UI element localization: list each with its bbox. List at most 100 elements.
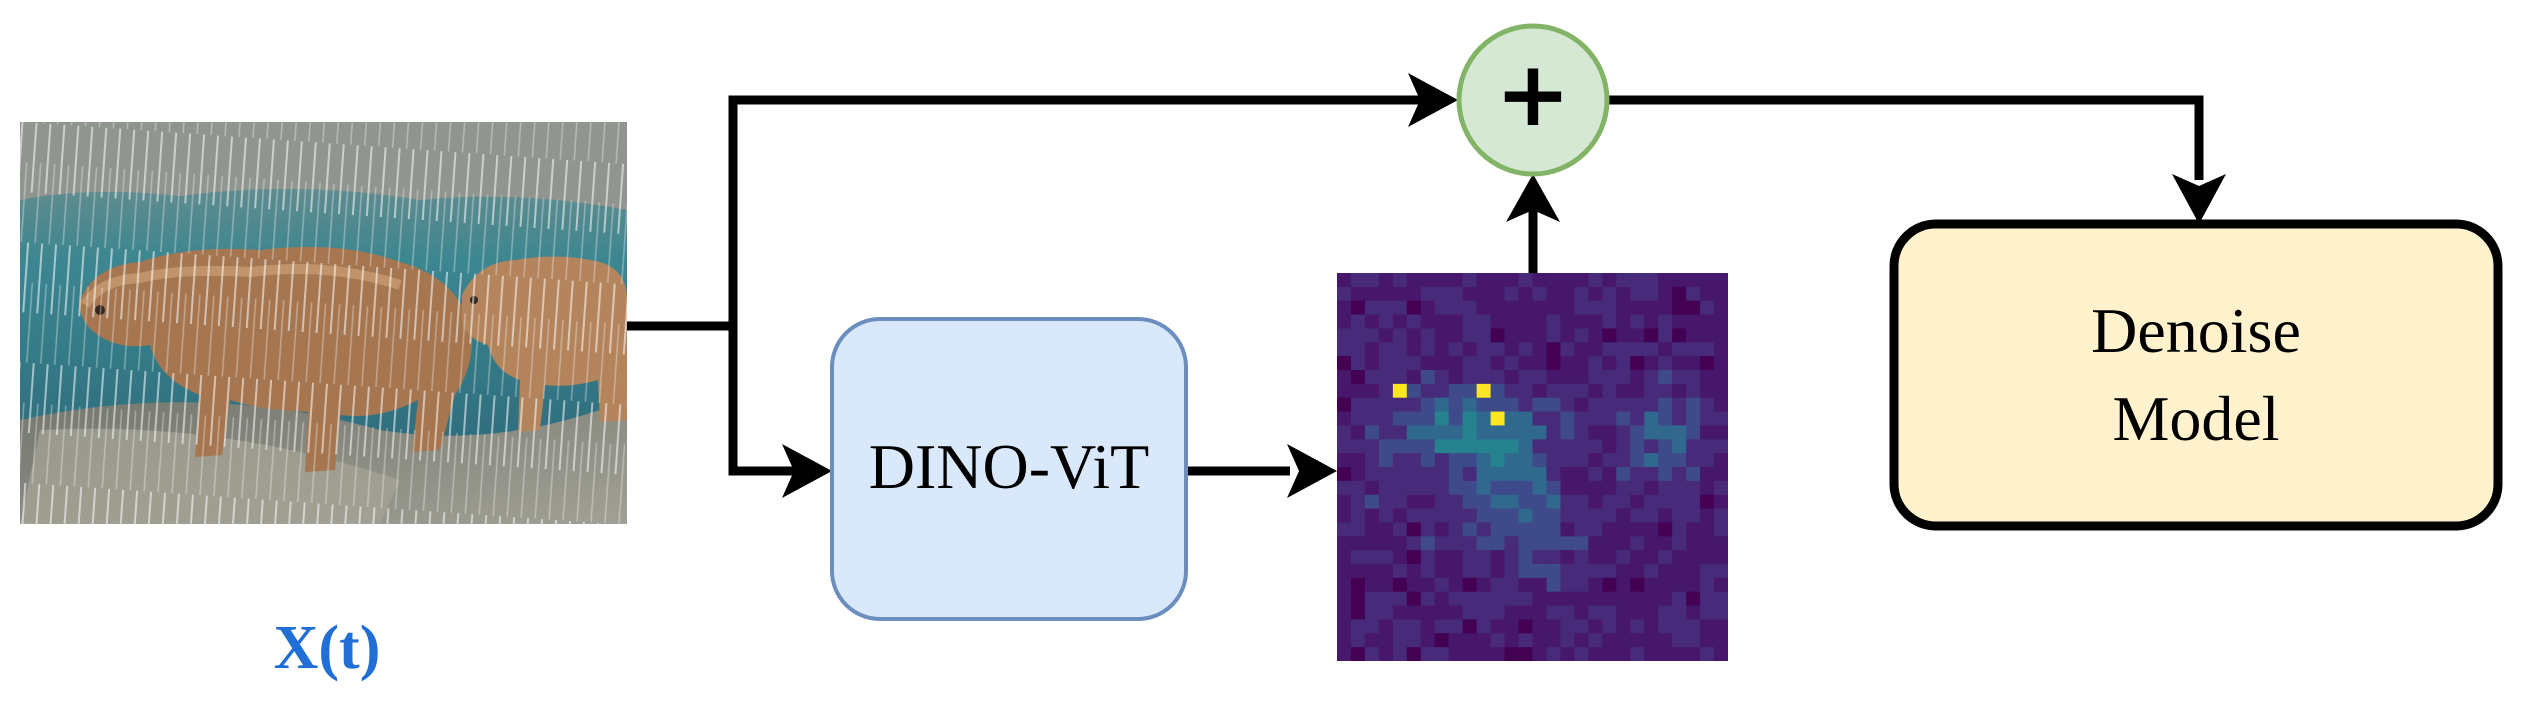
attention-map-cell	[1448, 536, 1464, 551]
attention-map-cell	[1630, 411, 1645, 427]
attention-map-cell	[1546, 564, 1562, 579]
attention-map-cell	[1700, 605, 1715, 621]
attention-map-cell	[1630, 564, 1645, 579]
attention-map-cell	[1714, 467, 1728, 482]
attention-map-cell	[1546, 453, 1562, 468]
attention-map-cell	[1602, 577, 1617, 593]
attention-map-cell	[1476, 619, 1492, 634]
attention-map-cell	[1630, 397, 1645, 413]
attention-map-cell	[1462, 439, 1478, 454]
attention-map-cell	[1337, 342, 1352, 357]
attention-map-cell	[1434, 494, 1450, 510]
attention-map-cell	[1658, 439, 1673, 454]
attention-map-cell	[1364, 439, 1380, 454]
attention-map-cell	[1700, 273, 1715, 288]
attention-map-cell	[1602, 522, 1617, 537]
attention-map-cell	[1518, 467, 1534, 482]
attention-map-cell	[1630, 619, 1645, 634]
add-symbol: +	[1495, 42, 1570, 147]
attention-map-cell	[1406, 605, 1422, 621]
attention-map-cell	[1686, 619, 1701, 634]
attention-map-cell	[1518, 577, 1534, 593]
edges	[627, 95, 2204, 476]
attention-map-cell	[1378, 370, 1394, 385]
attention-map-cell	[1462, 591, 1478, 607]
attention-map-cell	[1462, 550, 1478, 565]
attention-map-cell	[1560, 383, 1575, 399]
attention-map-cell	[1644, 619, 1659, 634]
attention-map-cell	[1574, 439, 1589, 454]
attention-map-cell	[1714, 383, 1728, 399]
attention-map-cell	[1658, 522, 1673, 537]
attention-map-cell	[1364, 370, 1380, 385]
attention-map-cell	[1700, 564, 1715, 579]
attention-map-cell	[1364, 453, 1380, 468]
attention-map-cell	[1546, 494, 1562, 510]
attention-map-cell	[1378, 494, 1394, 510]
attention-map-cell	[1658, 605, 1673, 621]
attention-map-cell	[1378, 591, 1394, 607]
attention-map-cell	[1700, 383, 1715, 399]
attention-map-cell	[1700, 342, 1715, 357]
attention-map-cell	[1378, 453, 1394, 468]
arrowhead-add-bottom	[1506, 174, 1560, 222]
attention-map-cell	[1434, 605, 1450, 621]
attention-map-cell	[1337, 536, 1352, 551]
attention-map-cell	[1448, 411, 1464, 427]
attention-map-cell	[1448, 286, 1464, 302]
attention-map-cell	[1714, 577, 1728, 593]
attention-map-cell	[1448, 383, 1464, 399]
attention-map-cell	[1490, 647, 1506, 661]
edge-input-to-add	[627, 95, 1424, 331]
attention-map-cell	[1588, 536, 1603, 551]
attention-map-cell	[1406, 633, 1422, 648]
attention-map-cell	[1350, 564, 1366, 579]
attention-map-cell	[1574, 273, 1589, 288]
attention-map-cell	[1644, 522, 1659, 537]
attention-map-cell	[1574, 494, 1589, 510]
attention-map-cell	[1364, 425, 1380, 440]
attention-map-cell	[1462, 633, 1478, 648]
attention-map-cell	[1588, 453, 1603, 468]
attention-map-cell	[1448, 508, 1464, 524]
attention-map-cell	[1504, 508, 1520, 524]
attention-map-cell	[1406, 480, 1422, 496]
attention-map-cell	[1462, 453, 1478, 468]
arrowhead-add-left	[1408, 73, 1458, 127]
attention-map-cell	[1574, 536, 1589, 551]
attention-map-cell	[1392, 453, 1408, 468]
dino-vit-node: DINO-ViT	[830, 317, 1188, 621]
attention-map-cell	[1462, 508, 1478, 524]
attention-map-cell	[1574, 647, 1589, 661]
attention-map-cell	[1406, 522, 1422, 537]
attention-map-cell	[1434, 550, 1450, 565]
attention-map-cell	[1672, 536, 1687, 551]
attention-map-cell	[1602, 286, 1617, 302]
attention-map-cell	[1658, 453, 1673, 468]
attention-map-cell	[1560, 342, 1575, 357]
attention-map-cell	[1350, 605, 1366, 621]
attention-map-cell	[1434, 439, 1450, 454]
attention-map-cell	[1504, 383, 1520, 399]
attention-map-cell	[1434, 411, 1450, 427]
attention-map-cell	[1588, 564, 1603, 579]
attention-map-cell	[1406, 439, 1422, 454]
attention-map-hotspot	[1476, 383, 1491, 398]
attention-map-cell	[1448, 314, 1464, 330]
attention-map-cell	[1518, 647, 1534, 661]
attention-map-cell	[1420, 605, 1436, 621]
attention-map-cell	[1644, 605, 1659, 621]
attention-map-cell	[1350, 425, 1366, 440]
attention-map-cell	[1378, 577, 1394, 593]
attention-map-cell	[1448, 342, 1464, 357]
attention-map-cell	[1378, 356, 1394, 371]
attention-map-cell	[1588, 647, 1603, 661]
attention-map-cell	[1434, 467, 1450, 482]
attention-map-cell	[1658, 356, 1673, 371]
attention-map-cell	[1616, 564, 1631, 579]
attention-map-cell	[1504, 286, 1520, 302]
attention-map-cell	[1700, 356, 1715, 371]
attention-map-cell	[1392, 273, 1408, 288]
attention-map-cell	[1364, 591, 1380, 607]
